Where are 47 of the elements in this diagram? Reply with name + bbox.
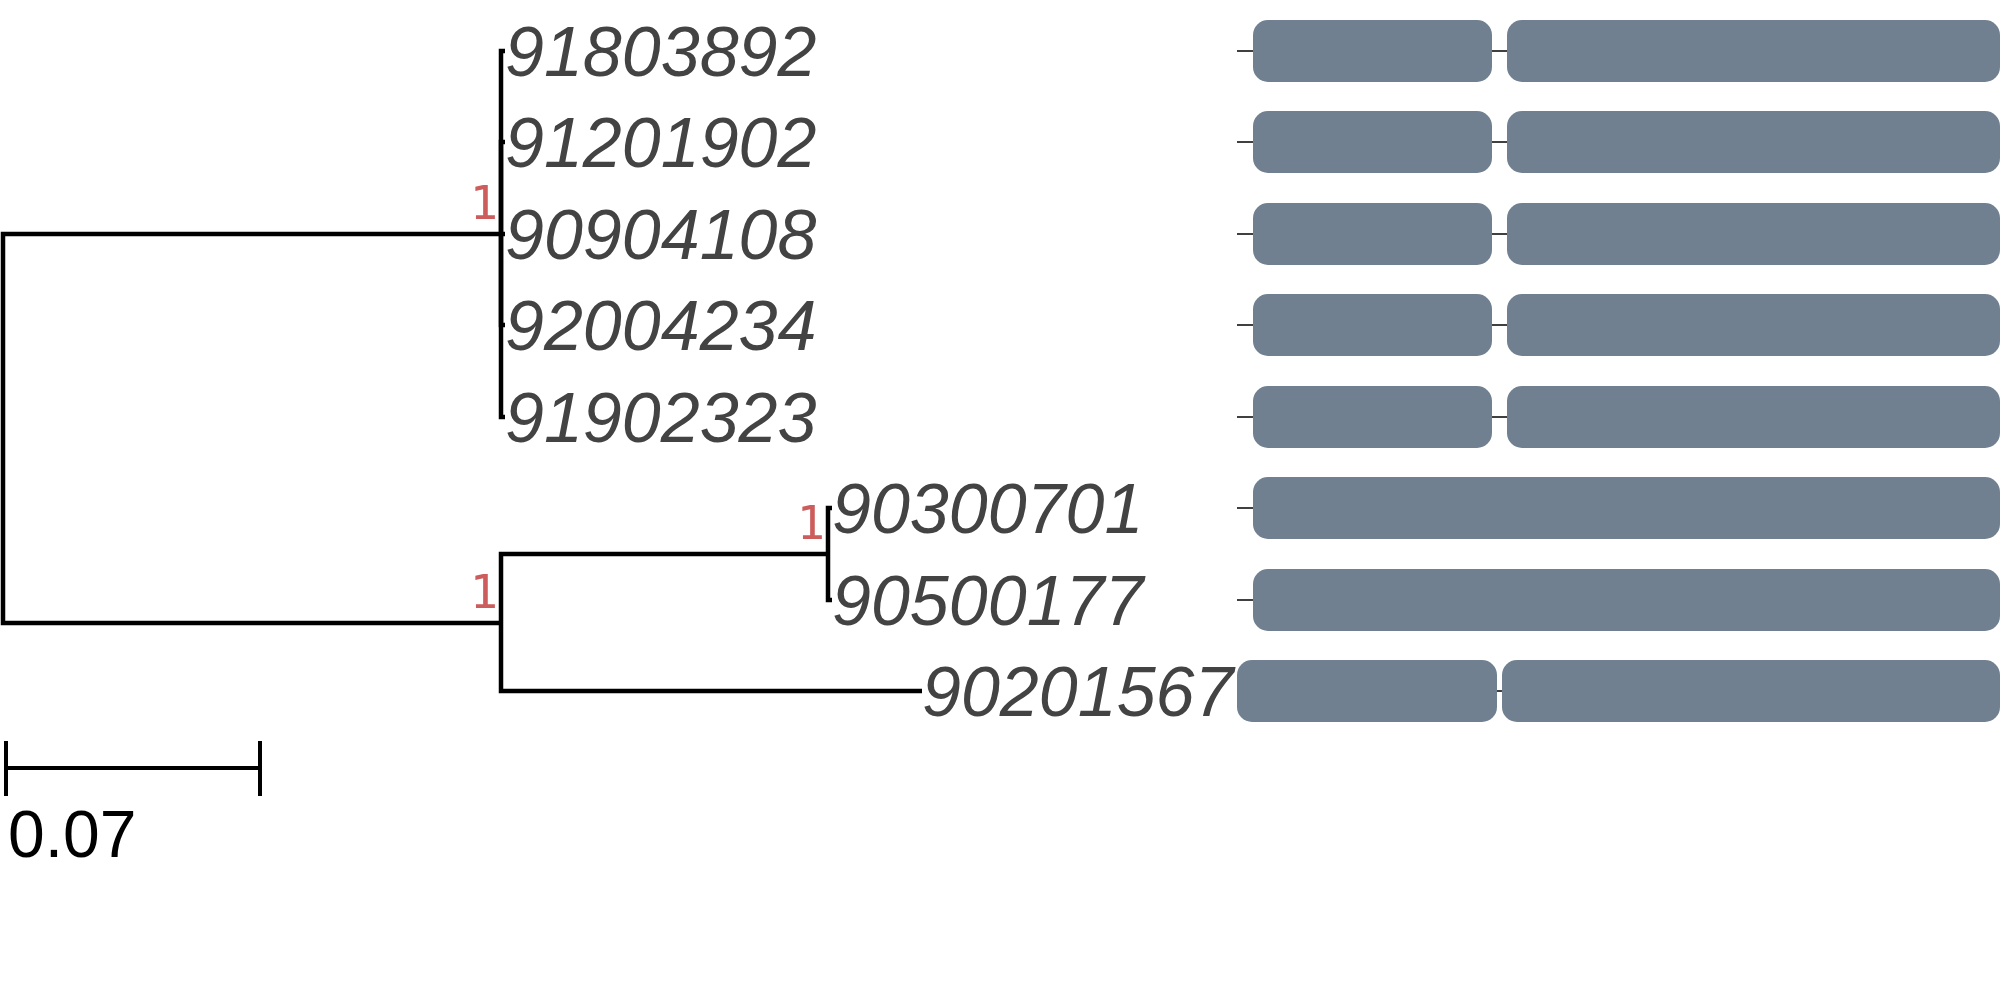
backbone-line — [1496, 690, 1503, 692]
support-value: 1 — [796, 499, 825, 551]
support-value: 1 — [469, 568, 498, 620]
taxon-label: 92004234 — [505, 291, 821, 361]
backbone-line — [1236, 507, 1254, 509]
tree-branch — [825, 554, 832, 603]
taxon-label: 90500177 — [832, 566, 1148, 636]
tree-branch — [498, 139, 505, 234]
domain-box — [1507, 294, 2000, 356]
domain-box — [1507, 203, 2000, 265]
domain-box — [1502, 660, 2000, 722]
tree-branch — [501, 231, 505, 237]
domain-box — [1507, 20, 2000, 82]
tree-branch — [498, 623, 922, 694]
domain-box — [1253, 386, 1492, 448]
backbone-line — [1236, 599, 1254, 601]
backbone-line — [1491, 233, 1508, 235]
tree-branch — [825, 505, 832, 554]
backbone-line — [1491, 324, 1508, 326]
backbone-line — [1491, 141, 1508, 143]
tree-branch — [0, 231, 501, 626]
domain-box — [1507, 386, 2000, 448]
backbone-line — [1236, 233, 1254, 235]
domain-box — [1253, 294, 1492, 356]
domain-box — [1253, 477, 2000, 539]
taxon-label: 90300701 — [832, 474, 1148, 544]
tree-branch — [498, 551, 828, 623]
domain-box — [1253, 111, 1492, 173]
scale-label: 0.07 — [8, 801, 137, 867]
taxon-label: 91902323 — [505, 383, 821, 453]
domain-box — [1237, 660, 1497, 722]
support-value: 1 — [469, 179, 498, 231]
domain-box — [1253, 203, 1492, 265]
backbone-line — [1236, 50, 1254, 52]
taxon-label: 91803892 — [505, 17, 821, 87]
backbone-line — [1236, 324, 1254, 326]
tree-branch — [498, 234, 505, 420]
taxon-label: 91201902 — [505, 108, 821, 178]
domain-box — [1253, 569, 2000, 631]
domain-box — [1253, 20, 1492, 82]
backbone-line — [1491, 416, 1508, 418]
taxon-label: 90904108 — [505, 200, 821, 270]
backbone-line — [1491, 50, 1508, 52]
backbone-line — [1236, 416, 1254, 418]
taxon-label: 90201567 — [922, 657, 1238, 727]
backbone-line — [1236, 141, 1254, 143]
domain-box — [1507, 111, 2000, 173]
